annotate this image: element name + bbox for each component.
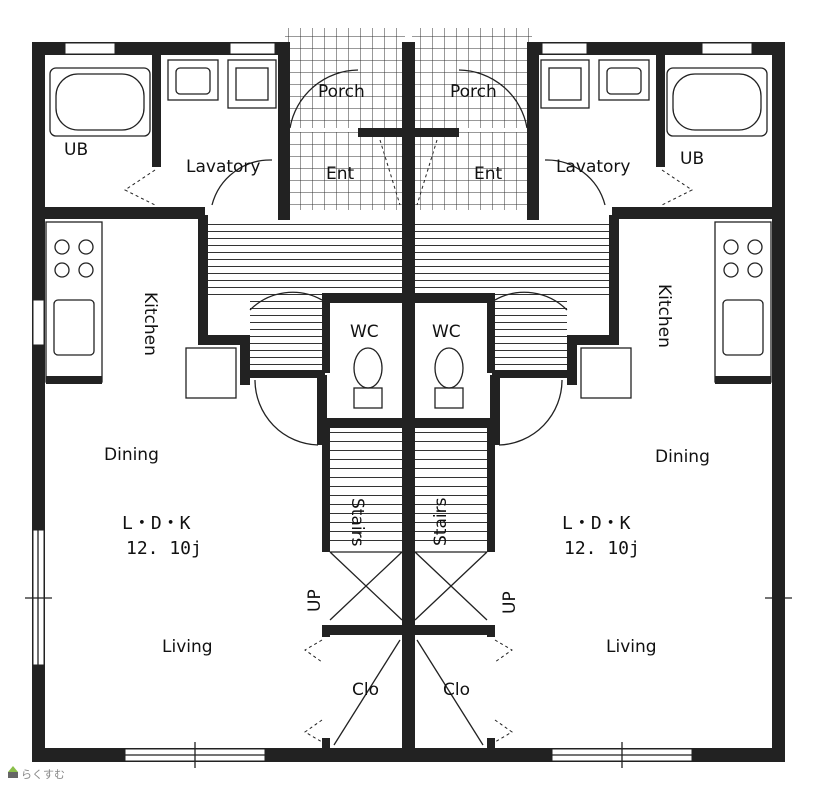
room-label-wc: WC (350, 322, 379, 342)
room-label-living: Living (606, 637, 657, 657)
room-label-kitchen: Kitchen (140, 292, 160, 356)
room-label-bath: UB (64, 140, 88, 160)
room-label-porch: Porch (450, 82, 497, 102)
left-unit (24, 27, 416, 769)
room-label-porch: Porch (318, 82, 365, 102)
watermark-text: らくすむ (21, 768, 65, 781)
room-label-closet: Clo (352, 680, 379, 700)
room-label-kitchen: Kitchen (654, 284, 674, 348)
room-label-ldk: L・D・K (122, 513, 191, 534)
room-label-ldk: L・D・K (562, 513, 631, 534)
room-label-entrance: Ent (326, 164, 355, 184)
watermark-logo-icon (8, 766, 18, 778)
room-label-wc: WC (432, 322, 461, 342)
room-label-entrance: Ent (474, 164, 503, 184)
right-outer-wall (772, 42, 785, 762)
room-label-living: Living (162, 637, 213, 657)
right-unit (401, 27, 793, 769)
room-label-bath: UB (680, 149, 704, 169)
room-size-ldk: 12. 10j (564, 538, 640, 559)
room-label-dining: Dining (104, 445, 159, 465)
room-label-stairs: Stairs (347, 498, 367, 547)
room-label-lavatory: Lavatory (186, 157, 260, 177)
room-label-dining: Dining (655, 447, 710, 467)
stairs-up-label: UP (500, 591, 520, 614)
room-label-closet: Clo (443, 680, 470, 700)
room-label-stairs: Stairs (431, 497, 451, 546)
room-size-ldk: 12. 10j (126, 538, 202, 559)
room-label-lavatory: Lavatory (556, 157, 630, 177)
stairs-up-label: UP (305, 589, 325, 612)
